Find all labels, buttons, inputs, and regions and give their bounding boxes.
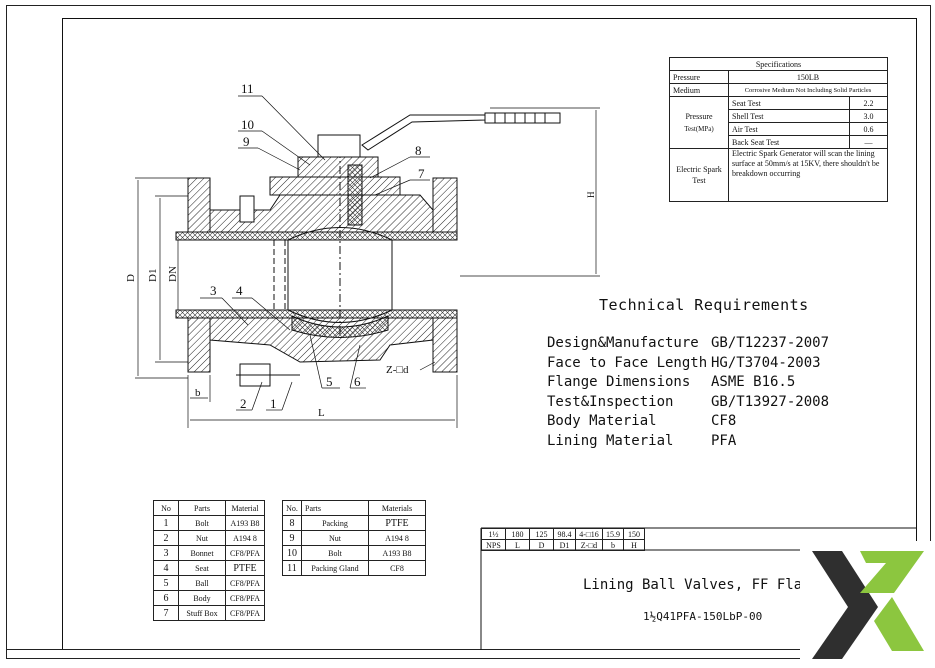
dim-D: D [125, 274, 137, 282]
packing [347, 164, 363, 226]
req-row: Design&Manufacture GB/T12237-2007 [547, 334, 847, 354]
req-key: Flange Dimensions [547, 374, 691, 390]
req-row: Test&Inspection GB/T13927-2008 [547, 393, 847, 413]
req-key: Design&Manufacture [547, 335, 699, 351]
spark-test-text: Electric Spark Generator will scan the l… [728, 148, 888, 202]
outer-frame [6, 5, 931, 659]
spec-pressure-test-label: Pressure Test(MPa) [669, 96, 729, 149]
product-title: Lining Ball Valves, FF Flang [583, 577, 820, 593]
company-logo [800, 541, 935, 664]
cell: 180 [505, 528, 530, 540]
req-key: Body Material [547, 413, 657, 429]
table-header-row: No Parts Material [153, 500, 265, 516]
cell: D [529, 539, 554, 551]
cell: Packing Gland [301, 560, 369, 576]
cell: 98.4 [553, 528, 576, 540]
req-value: GB/T12237-2007 [711, 335, 830, 351]
table-header-row: NPS L D D1 Z-□d b H [481, 539, 645, 551]
cell: 4-□16 [575, 528, 603, 540]
bottom-border [6, 649, 931, 650]
cell: Z-□d [575, 539, 603, 551]
cell: 125 [529, 528, 554, 540]
specifications-table: Specifications Pressure 150LB Medium Cor… [669, 57, 888, 202]
callout-11: 11 [241, 81, 254, 96]
table-header-row: No. Parts Materials [282, 500, 426, 516]
cell: 150 [623, 528, 645, 540]
req-key: Test&Inspection [547, 393, 674, 410]
callout-3: 3 [210, 283, 217, 298]
req-value: ASME B16.5 [711, 374, 796, 390]
req-row: Flange Dimensions ASME B16.5 [547, 373, 847, 393]
cell: L [505, 539, 530, 551]
dim-H: H [586, 191, 596, 198]
seat-lower [291, 315, 389, 338]
callout-8: 8 [415, 143, 422, 158]
dimension-table: 1½ 180 125 98.4 4-□16 15.9 150 NPS L D D… [481, 528, 645, 551]
callout-2: 2 [240, 396, 247, 411]
cell: CF8 [368, 560, 426, 576]
req-value: GB/T13927-2008 [711, 393, 830, 410]
req-value: PFA [711, 432, 737, 449]
callout-10: 10 [241, 117, 254, 132]
technical-requirements-list: Design&Manufacture GB/T12237-2007 Face to… [547, 334, 847, 451]
pressure-test-unit: Test(MPa) [684, 124, 714, 133]
bonnet [269, 176, 401, 196]
cell: NPS [481, 539, 506, 551]
technical-requirements-title: Technical Requirements [599, 296, 809, 314]
cell: CF8/PFA [225, 605, 265, 621]
spark-test-label: Electric Spark Test [669, 148, 729, 202]
req-row: Body Material CF8 [547, 412, 847, 432]
air-test-name: Air Test [727, 122, 851, 136]
cell: 1½ [481, 528, 506, 540]
req-key: Face to Face Length [547, 354, 708, 371]
callout-5: 5 [326, 374, 333, 389]
callout-7: 7 [418, 166, 425, 181]
dim-b: b [195, 387, 201, 399]
dim-L: L [318, 407, 325, 419]
cell: H [623, 539, 645, 551]
table-row: 1½ 180 125 98.4 4-□16 15.9 150 [481, 528, 645, 540]
dim-D1: D1 [147, 269, 159, 282]
cell: D1 [553, 539, 576, 551]
flange-bolt-top [239, 195, 255, 223]
cell: PTFE [225, 560, 265, 576]
cell: b [602, 539, 624, 551]
req-value: CF8 [711, 413, 737, 429]
pressure-test-word: Pressure [685, 111, 713, 121]
callout-4: 4 [236, 283, 243, 298]
req-value: HG/T3704-2003 [711, 354, 821, 371]
req-row: Lining Material PFA [547, 432, 847, 452]
cell: 15.9 [602, 528, 624, 540]
callout-9: 9 [243, 134, 250, 149]
callout-1: 1 [270, 396, 277, 411]
dim-DN: DN [167, 266, 179, 282]
callout-6: 6 [354, 374, 361, 389]
dim-zd: Z-□d [386, 364, 409, 376]
req-key: Lining Material [547, 432, 674, 449]
product-code: 1½Q41PFA-150LbP-00 [643, 610, 763, 623]
logo-x-icon [812, 551, 924, 659]
